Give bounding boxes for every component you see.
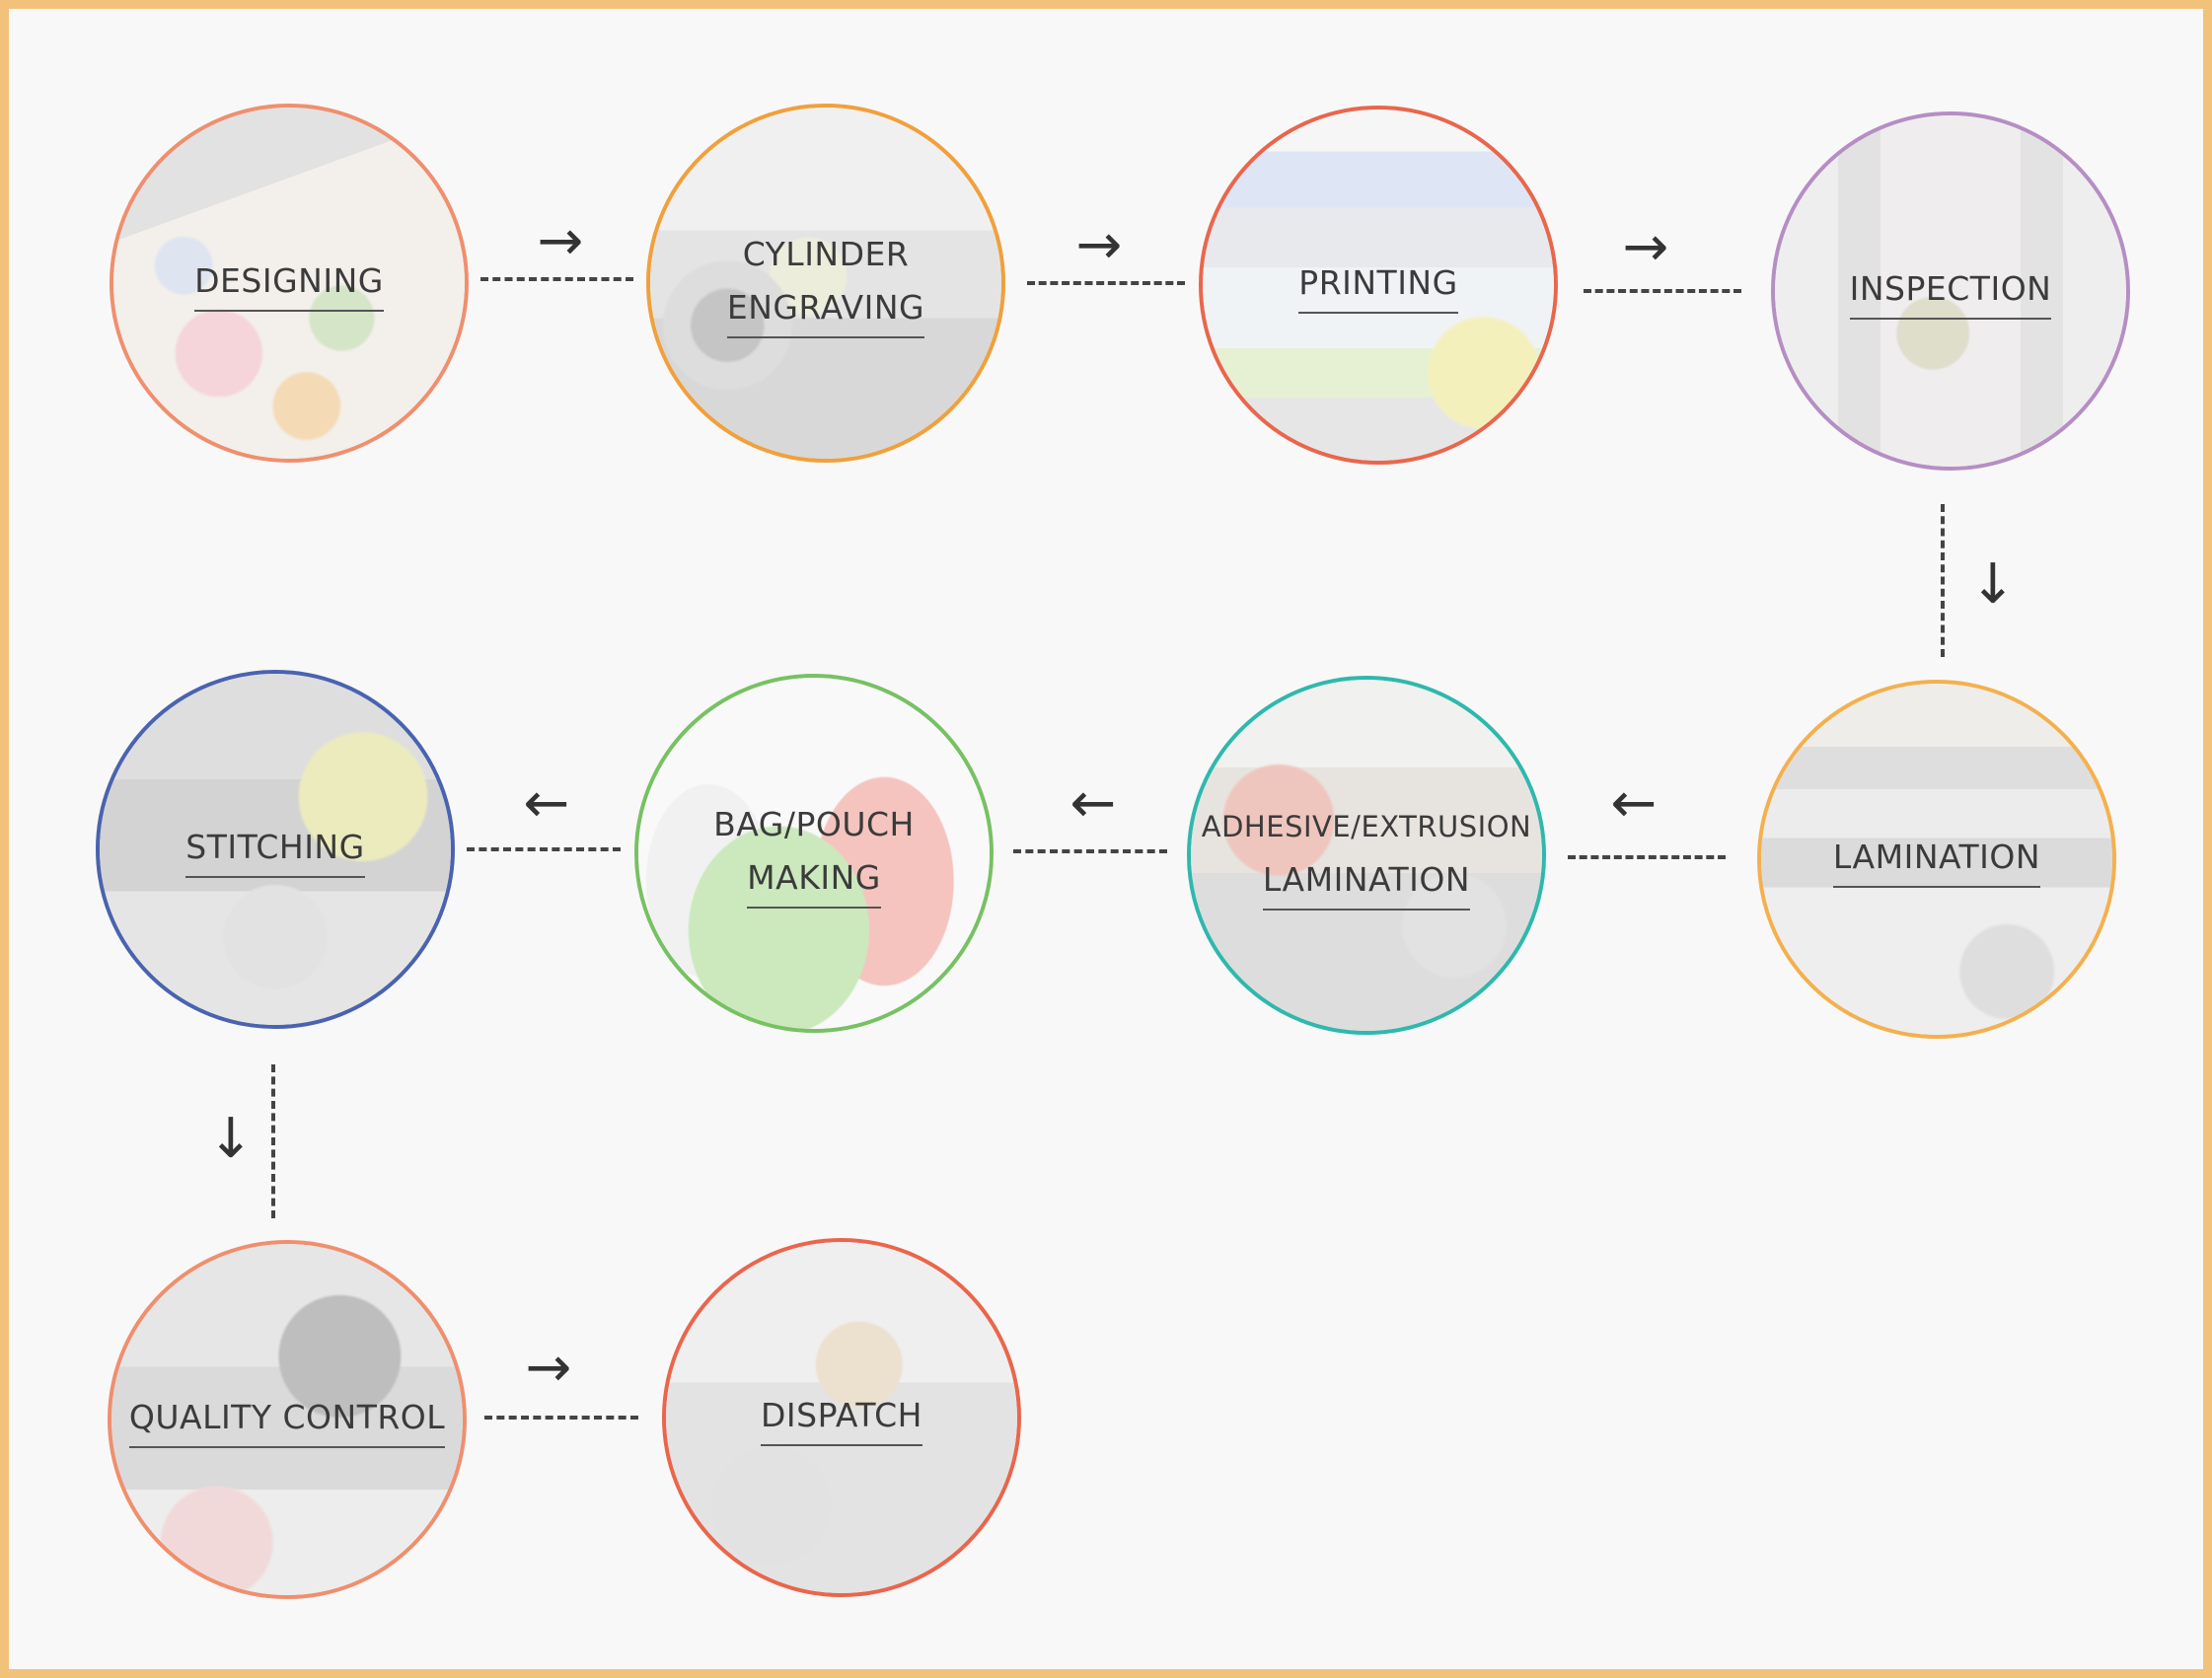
step-label: STITCHING	[100, 821, 451, 878]
bag-pouch-photo	[638, 678, 990, 1029]
arrow-right-icon: →	[1622, 215, 1669, 279]
arrow-down-icon: ↓	[207, 1107, 255, 1171]
connector-stitching-quality	[271, 1064, 275, 1218]
arrow-right-icon: →	[1075, 213, 1123, 277]
step-quality-control: QUALITY CONTROL	[108, 1240, 467, 1599]
step-label: DESIGNING	[113, 255, 465, 312]
step-label-line: CYLINDER	[742, 235, 910, 273]
step-label-text: STITCHING	[185, 821, 365, 878]
step-printing: PRINTING	[1199, 106, 1558, 465]
connector-bag-stitching	[467, 847, 621, 851]
step-label-text: ENGRAVING	[726, 281, 925, 338]
connector-designing-cylinder	[480, 277, 633, 281]
printing-photo	[1203, 109, 1554, 461]
designing-photo	[113, 108, 465, 459]
step-bag-pouch-making: BAG/POUCH MAKING	[634, 674, 994, 1033]
step-stitching: STITCHING	[96, 670, 455, 1029]
step-label: BAG/POUCH MAKING	[638, 798, 990, 909]
quality-control-photo	[111, 1244, 463, 1595]
step-dispatch: DISPATCH	[662, 1238, 1021, 1597]
step-label: LAMINATION	[1761, 831, 2112, 888]
step-label-line: BAG/POUCH	[713, 805, 915, 843]
connector-adhesive-bag	[1013, 849, 1167, 853]
step-label-line: ADHESIVE/EXTRUSION	[1201, 810, 1532, 843]
connector-lamination-adhesive	[1568, 855, 1726, 859]
adhesive-lamination-photo	[1191, 680, 1542, 1031]
arrow-right-icon: →	[537, 209, 584, 273]
arrow-right-icon: →	[525, 1336, 572, 1400]
connector-inspection-lamination	[1941, 504, 1945, 657]
arrow-left-icon: ←	[1610, 771, 1658, 836]
step-label-text: LAMINATION	[1832, 831, 2041, 888]
stitching-photo	[100, 674, 451, 1025]
lamination-photo	[1761, 684, 2112, 1035]
cylinder-engraving-photo	[650, 108, 1001, 459]
step-cylinder-engraving: CYLINDER ENGRAVING	[646, 104, 1005, 463]
connector-cylinder-printing	[1027, 281, 1185, 285]
connector-quality-dispatch	[484, 1416, 638, 1420]
step-label: INSPECTION	[1775, 262, 2126, 320]
step-label: PRINTING	[1203, 256, 1554, 314]
dispatch-photo	[666, 1242, 1017, 1593]
arrow-left-icon: ←	[1069, 771, 1117, 836]
step-label-text: QUALITY CONTROL	[128, 1391, 446, 1448]
step-label-text: INSPECTION	[1849, 262, 2052, 320]
connector-printing-inspection	[1584, 289, 1741, 293]
step-label: DISPATCH	[666, 1389, 1017, 1446]
step-label-text: DISPATCH	[761, 1389, 922, 1446]
step-label-text: DESIGNING	[194, 255, 384, 312]
step-label-text: MAKING	[747, 851, 881, 909]
inspection-photo	[1775, 115, 2126, 467]
step-label: CYLINDER ENGRAVING	[650, 228, 1001, 338]
step-designing: DESIGNING	[110, 104, 469, 463]
step-lamination: LAMINATION	[1757, 680, 2116, 1039]
step-adhesive-extrusion-lamination: ADHESIVE/EXTRUSION LAMINATION	[1187, 676, 1546, 1035]
step-inspection: INSPECTION	[1771, 111, 2130, 471]
step-label: QUALITY CONTROL	[111, 1391, 463, 1448]
step-label-text: LAMINATION	[1262, 853, 1471, 911]
arrow-left-icon: ←	[523, 771, 570, 836]
arrow-down-icon: ↓	[1969, 552, 2017, 617]
step-label-text: PRINTING	[1298, 256, 1458, 314]
step-label: ADHESIVE/EXTRUSION LAMINATION	[1191, 800, 1542, 911]
